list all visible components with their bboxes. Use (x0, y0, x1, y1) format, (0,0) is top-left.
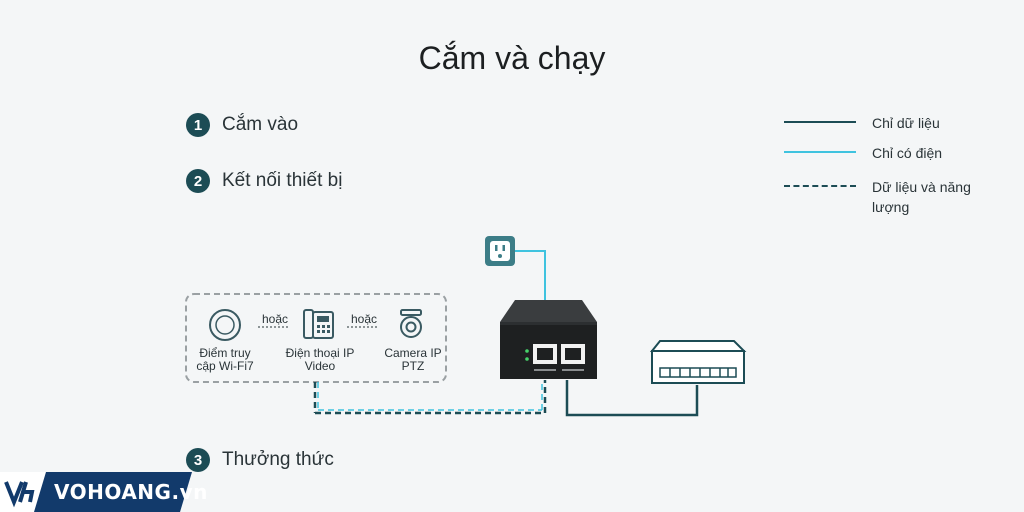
step-label: Cắm vào (222, 114, 299, 135)
ptz-camera-icon (400, 309, 422, 338)
legend-label: Dữ liệu và năng lượng (872, 179, 971, 215)
step-1: 1 Cắm vào (186, 113, 298, 137)
or-label: hoặc (351, 312, 378, 326)
or-label: hoặc (262, 312, 289, 326)
device-label-line: Camera IP (384, 346, 442, 360)
poe-injector-icon (500, 300, 597, 379)
legend-data-only: Chỉ dữ liệu (784, 113, 992, 133)
brand-banner (0, 472, 192, 512)
network-switch-icon (649, 340, 747, 384)
access-point-icon (209, 309, 241, 341)
brand-name[interactable]: VOHOANG.vn (54, 480, 208, 504)
power-outlet-icon (485, 236, 515, 266)
device-label-line: Điểm truy (199, 346, 251, 360)
power-cable (515, 250, 546, 300)
legend-label: Chỉ có điện (872, 145, 943, 161)
legend-line-dashed (784, 185, 856, 187)
brand-logo-mark (18, 481, 28, 503)
step-number: 2 (186, 169, 210, 193)
step-2: 2 Kết nối thiết bị (186, 169, 342, 193)
page-title: Cắm và chạy (418, 40, 606, 76)
device-label-line: cập Wi-Fi7 (196, 359, 254, 373)
brand-logo-mark (4, 481, 24, 508)
legend-data-power: Dữ liệu và năng lượng (784, 177, 992, 217)
device-label-ip-phone: Điện thoại IP Video (280, 347, 360, 373)
data-cable (565, 380, 699, 417)
device-label-line: Điện thoại IP (285, 346, 355, 360)
legend-power-only: Chỉ có điện (784, 143, 992, 163)
device-label-access-point: Điểm truy cập Wi-Fi7 (188, 347, 262, 373)
legend-line-power (784, 151, 856, 153)
step-number: 1 (186, 113, 210, 137)
device-label-line: Video (304, 359, 336, 373)
legend-label: Chỉ dữ liệu (872, 115, 940, 131)
device-label-camera: Camera IP PTZ (380, 347, 446, 373)
ip-phone-icon (303, 309, 334, 339)
brand-logo-mark (24, 490, 35, 503)
step-3: 3 Thưởng thức (186, 448, 334, 472)
device-label-line: PTZ (401, 359, 425, 373)
step-label: Thưởng thức (222, 449, 334, 470)
step-number: 3 (186, 448, 210, 472)
legend-line-solid (784, 121, 856, 123)
step-label: Kết nối thiết bị (222, 170, 343, 191)
